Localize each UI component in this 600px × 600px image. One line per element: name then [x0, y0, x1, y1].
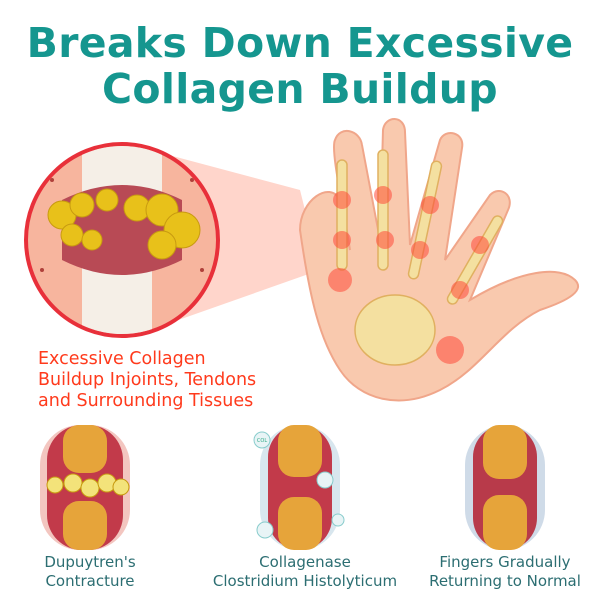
col-badge: COL: [257, 438, 267, 444]
callout-text: Excessive Collagen Buildup Injoints, Ten…: [38, 349, 256, 412]
stage-2-line-2: Clostridium Histolyticum: [212, 572, 398, 590]
stage-1-line-1: Dupuytren's: [44, 553, 136, 571]
magnified-joint-illustration: [24, 142, 220, 338]
joint-stage-1-illustration: [40, 425, 130, 550]
stage-1-line-2: Contracture: [45, 572, 135, 590]
stage-3-line-2: Returning to Normal: [429, 572, 581, 590]
stage-1-caption: Dupuytren's Contracture: [20, 553, 160, 591]
joint-stage-2-illustration: COL: [253, 425, 345, 550]
stage-2-caption: Collagenase Clostridium Histolyticum: [195, 553, 415, 591]
callout-line-1: Excessive Collagen: [38, 349, 206, 369]
title-line-1: Breaks Down Excessive: [26, 19, 574, 67]
stage-3-caption: Fingers Gradually Returning to Normal: [410, 553, 600, 591]
joint-stage-3-illustration: [465, 425, 545, 550]
title-line-2: Collagen Buildup: [102, 65, 498, 113]
callout-line-3: and Surrounding Tissues: [38, 391, 254, 411]
stage-2-line-1: Collagenase: [259, 553, 351, 571]
callout-line-2: Buildup Injoints, Tendons: [38, 370, 257, 390]
stage-3-line-1: Fingers Gradually: [439, 553, 571, 571]
